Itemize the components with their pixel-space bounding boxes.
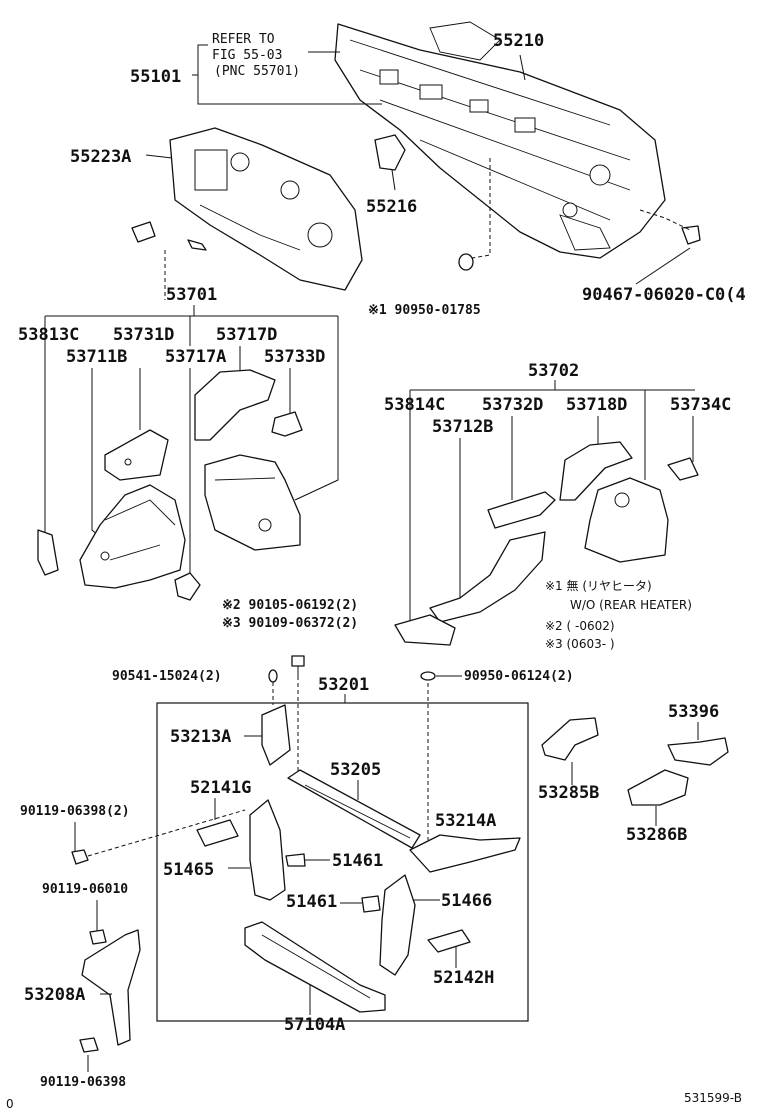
dash-insulator (169, 127, 363, 291)
brace-53717D (194, 369, 276, 441)
label-53711B[interactable]: 53711B (66, 347, 127, 367)
bracket-53732D (487, 491, 556, 529)
bracket-53286B (627, 769, 689, 806)
apron-53712B (429, 531, 546, 623)
label-51465[interactable]: 51465 (163, 860, 214, 880)
label-53733D[interactable]: 53733D (264, 347, 325, 367)
housing-53717A (204, 454, 301, 551)
apron-53711B (79, 484, 186, 589)
bolt-90119-06398-a (71, 849, 89, 865)
label-53214A[interactable]: 53214A (435, 811, 496, 831)
note-1: ※1 無 (リヤヒータ) (545, 578, 652, 593)
figure-id: 531599-B (684, 1091, 742, 1105)
label-51466[interactable]: 51466 (441, 891, 492, 911)
support-53214A (409, 834, 521, 873)
refer-note-line1: REFER TO (212, 32, 275, 47)
clip-51461-b (361, 895, 381, 913)
brace-53718D (559, 441, 633, 501)
bracket-52141G (196, 819, 239, 847)
label-90467-06020[interactable]: 90467-06020-C0(4 (582, 285, 746, 305)
note-1-english: W/O (REAR HEATER) (570, 598, 692, 612)
label-57104A[interactable]: 57104A (284, 1015, 345, 1035)
note-3: ※3 (0603- ) (545, 637, 615, 651)
label-53732D[interactable]: 53732D (482, 395, 543, 415)
bracket-53208A (81, 929, 141, 1046)
clip-51461-a (285, 853, 306, 867)
label-53734C[interactable]: 53734C (670, 395, 731, 415)
label-90105-06192[interactable]: ※2 90105-06192(2) (222, 598, 358, 613)
bracket-55216 (374, 134, 406, 171)
reinforcement-51465 (249, 799, 286, 901)
grommet-90950-06124 (420, 671, 436, 681)
bracket-53213A (261, 704, 291, 766)
label-90119-06398-2[interactable]: 90119-06398(2) (20, 804, 130, 819)
bracket-53814C (394, 614, 456, 646)
corner-mark: 0 (6, 1097, 14, 1111)
refer-note-line2: FIG 55-03 (212, 48, 282, 63)
bracket-53285B (541, 717, 599, 761)
label-53717D[interactable]: 53717D (216, 325, 277, 345)
label-53701[interactable]: 53701 (166, 285, 217, 305)
support-box-53201 (156, 702, 529, 1022)
label-53718D[interactable]: 53718D (566, 395, 627, 415)
pin-insulator (187, 239, 207, 251)
label-53208A[interactable]: 53208A (24, 985, 85, 1005)
label-53814C[interactable]: 53814C (384, 395, 445, 415)
bracket-53731D (104, 429, 169, 481)
label-53702[interactable]: 53702 (528, 361, 579, 381)
housing-53718D (584, 477, 669, 563)
grommet-90950-01785 (458, 253, 474, 271)
label-52142H[interactable]: 52142H (433, 968, 494, 988)
label-90950-06124[interactable]: 90950-06124(2) (464, 669, 574, 684)
label-53731D[interactable]: 53731D (113, 325, 174, 345)
label-51461-a[interactable]: 51461 (332, 851, 383, 871)
bolt-90467 (681, 225, 701, 245)
bracket-53733D (271, 411, 303, 437)
label-90119-06010[interactable]: 90119-06010 (42, 882, 128, 897)
bolt-90119-06398-b (79, 1037, 99, 1053)
bolt-90105 (291, 655, 305, 667)
bracket-53813C (37, 529, 59, 576)
crossmember-57104A (244, 921, 386, 1013)
bracket-53396 (667, 737, 729, 766)
label-55210[interactable]: 55210 (493, 31, 544, 51)
label-55223A[interactable]: 55223A (70, 147, 131, 167)
clip-insulator (131, 221, 156, 243)
nut-90541 (268, 669, 278, 683)
label-53213A[interactable]: 53213A (170, 727, 231, 747)
dash-panel-assembly (334, 21, 666, 259)
label-55101[interactable]: 55101 (130, 67, 181, 87)
label-55216[interactable]: 55216 (366, 197, 417, 217)
bolt-90119-06010 (89, 929, 107, 945)
label-53201[interactable]: 53201 (318, 675, 369, 695)
label-53813C[interactable]: 53813C (18, 325, 79, 345)
label-53286B[interactable]: 53286B (626, 825, 687, 845)
bracket-53734C (667, 457, 699, 481)
label-53396[interactable]: 53396 (668, 702, 719, 722)
label-53717A[interactable]: 53717A (165, 347, 226, 367)
bracket-52142H (427, 929, 471, 953)
label-90119-06398[interactable]: 90119-06398 (40, 1075, 126, 1090)
label-90109-06372[interactable]: ※3 90109-06372(2) (222, 616, 358, 631)
label-52141G[interactable]: 52141G (190, 778, 251, 798)
bracket-small-left (174, 572, 201, 601)
refer-note-line3: (PNC 55701) (214, 64, 300, 79)
label-53205[interactable]: 53205 (330, 760, 381, 780)
label-90541-15024[interactable]: 90541-15024(2) (112, 669, 222, 684)
label-51461-b[interactable]: 51461 (286, 892, 337, 912)
reinforcement-51466 (379, 874, 416, 976)
support-53205 (287, 769, 421, 849)
label-53712B[interactable]: 53712B (432, 417, 493, 437)
label-53285B[interactable]: 53285B (538, 783, 599, 803)
label-90950-01785[interactable]: ※1 90950-01785 (368, 303, 481, 318)
note-2: ※2 ( -0602) (545, 619, 615, 633)
